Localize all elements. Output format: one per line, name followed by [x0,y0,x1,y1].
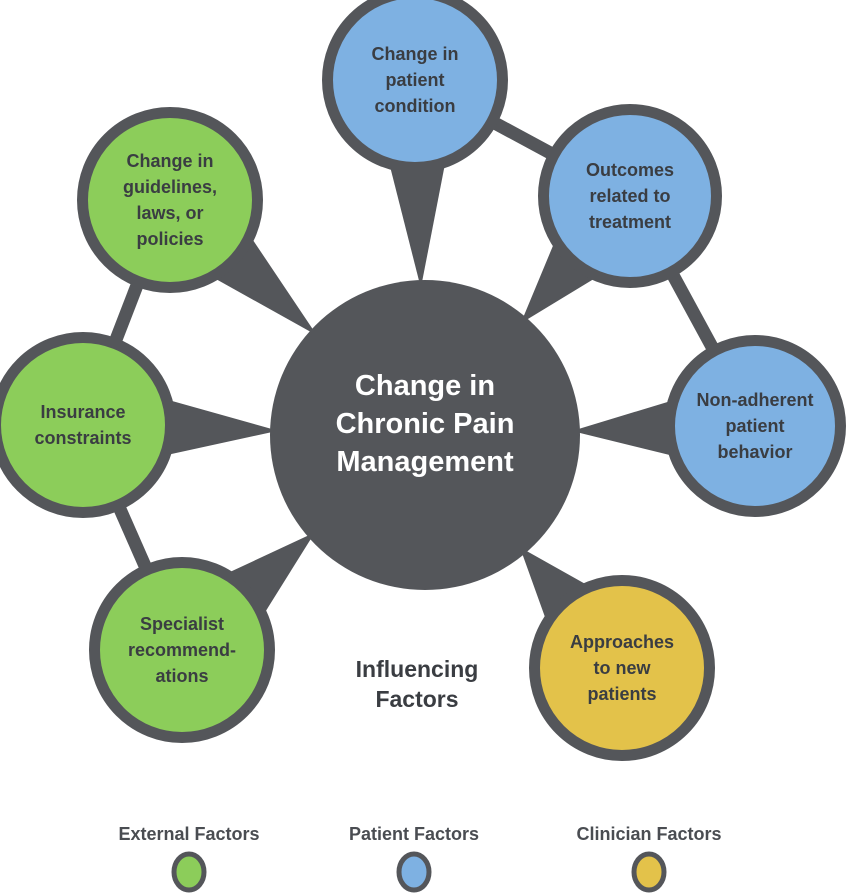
influencing-factors-caption: Influencing Factors [356,656,479,712]
factor-label-line: ations [155,666,208,686]
change-in-patient-condition-pointer [389,162,446,289]
patient-factor-circle [664,335,846,517]
center-circle [270,280,580,590]
legend-label: Patient Factors [349,824,479,844]
factor-node-insurance-constraints: Insurance constraints [0,332,176,518]
factor-node-change-in-guidelines: Change in guidelines, laws, or policies [77,107,263,293]
external-factor-circle [77,107,263,293]
factor-label-line: Change in [126,151,213,171]
factor-label-line: Outcomes [586,160,674,180]
center-label-line-3: Management [336,446,514,478]
factor-label-line: Specialist [140,614,224,634]
center-label-line-1: Change in [355,370,495,402]
factor-label-line: behavior [717,442,792,462]
factor-label-line: related to [589,186,670,206]
patient-factor-circle [322,0,508,173]
center-node: Change in Chronic Pain Management [270,280,580,590]
factor-node-approaches-to-new-patients: Approaches to new patients [529,575,715,761]
factor-label-line: Non-adherent [697,390,814,410]
legend-swatch-patient [396,851,432,893]
factor-node-change-in-patient-condition: Change in patient condition [322,0,508,173]
center-label-line-2: Chronic Pain [336,408,515,440]
factor-label-line: laws, or [136,203,203,223]
factor-label-line: patient [725,416,784,436]
insurance-constraints-pointer [165,399,279,456]
non-adherent-patient-behavior-pointer [571,400,675,457]
factor-label-line: Insurance [40,402,125,422]
legend: External Factors Patient Factors Clinician… [118,824,722,893]
external-factor-circle [89,557,275,743]
approaches-to-new-patients-pointer [519,547,590,623]
factor-label-line: policies [136,229,203,249]
legend-item-patient: Patient Factors [349,824,479,893]
factor-label-line: Approaches [570,632,674,652]
factor-label-line: condition [375,96,456,116]
patient-factor-circle [538,104,722,288]
factor-label-line: Change in [371,44,458,64]
factor-node-specialist-recommendations: Specialist recommend-ations [89,557,275,743]
clinician-factor-circle [529,575,715,761]
factor-node-non-adherent-patient-behavior: Non-adherent patient behavior [664,335,846,517]
factor-label-line: patient [385,70,444,90]
factor-node-outcomes-related-to-treatment: Outcomes related to treatment [538,104,722,288]
factor-label-line: guidelines, [123,177,217,197]
legend-label: Clinician Factors [576,824,721,844]
legend-swatch-clinician [631,851,667,893]
caption-line-1: Influencing [356,656,479,682]
factor-label-line: treatment [589,212,671,232]
factor-label-line: recommend- [128,640,236,660]
factor-label-line: to new [594,658,652,678]
external-factor-circle [0,332,176,518]
legend-item-external: External Factors [118,824,260,893]
legend-label: External Factors [118,824,259,844]
factor-label-line: constraints [34,428,131,448]
caption-line-2: Factors [375,686,458,712]
legend-swatch-external [171,851,207,893]
factor-label-line: patients [587,684,656,704]
legend-item-clinician: Clinician Factors [576,824,722,893]
